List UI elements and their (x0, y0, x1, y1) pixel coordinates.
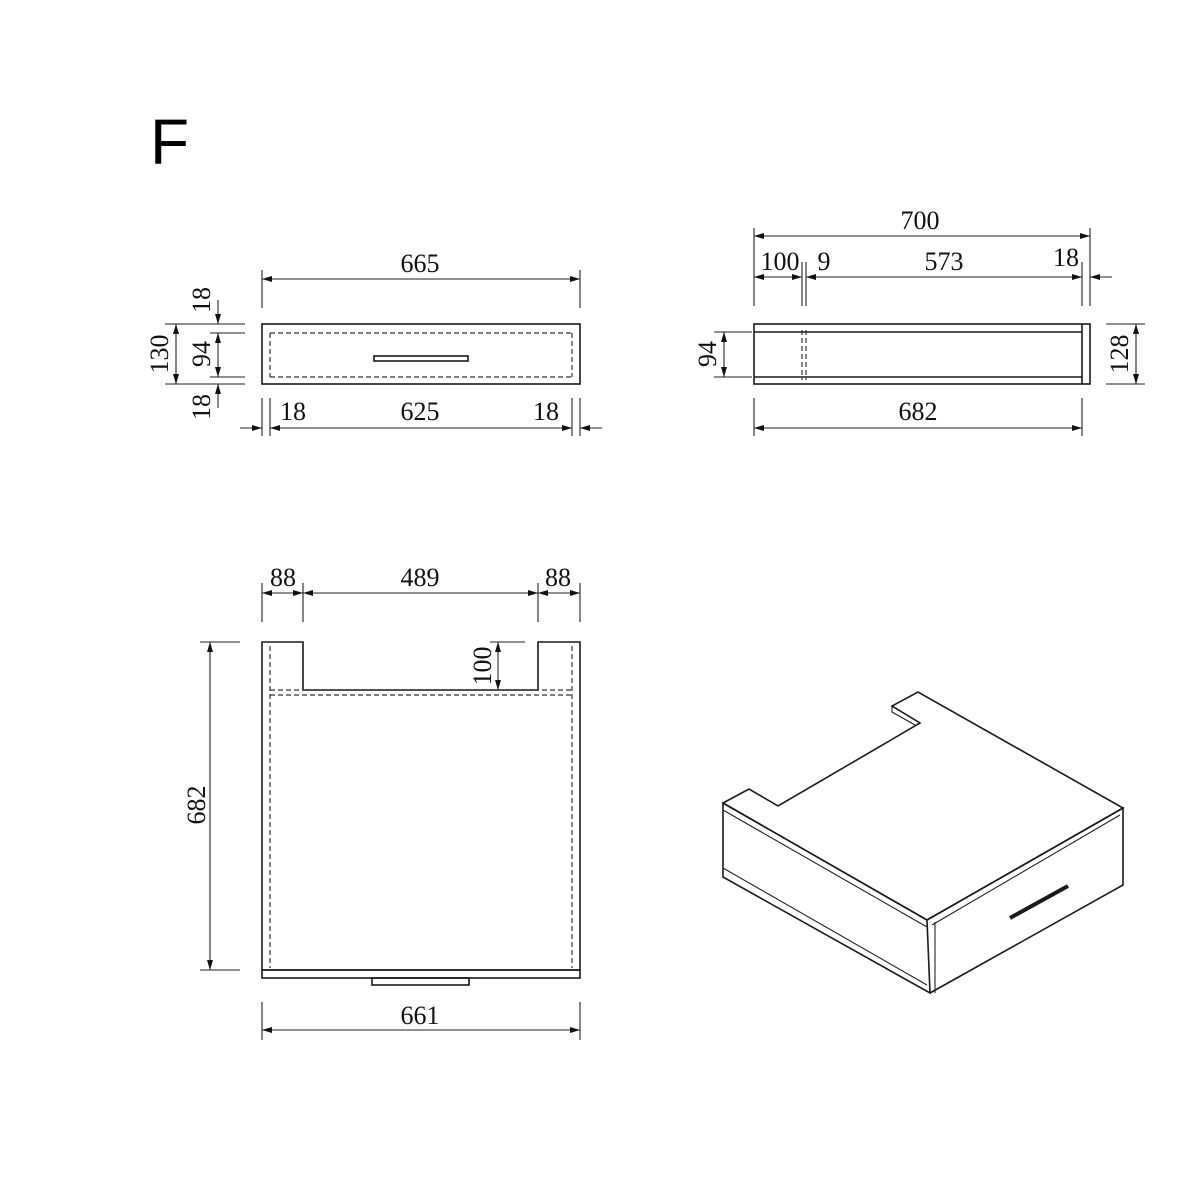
dim-front-height: 130 (145, 335, 174, 374)
dim-overall-depth: 700 (901, 206, 940, 235)
iso-top-face (721, 691, 1125, 921)
side-view: 700 100 9 573 18 94 128 682 (693, 206, 1145, 436)
dim-bottom-panel: 18 (187, 394, 216, 420)
figure-label: F (150, 106, 189, 178)
dim-body-depth: 682 (899, 397, 938, 426)
plan-view: 88 489 88 682 100 661 (182, 563, 581, 1040)
dim-front-width: 665 (401, 249, 440, 278)
plan-front-panel (261, 969, 581, 979)
dim-plan-depth: 682 (182, 786, 211, 825)
dim-right-side: 18 (533, 397, 559, 426)
dim-right-leg: 88 (545, 563, 571, 592)
dim-left-side: 18 (280, 397, 306, 426)
front-outline (261, 323, 581, 385)
dim-inner-depth: 573 (925, 247, 964, 276)
iso-left-face (722, 801, 931, 995)
side-outline (753, 323, 1091, 385)
front-view: 665 130 18 94 18 18 625 18 (145, 249, 602, 436)
plan-handle (371, 977, 470, 986)
front-hidden-lines (269, 332, 573, 378)
dim-left-leg: 88 (270, 563, 296, 592)
dim-side-height: 128 (1105, 335, 1134, 374)
plan-hidden-lines (269, 646, 573, 968)
dim-inner-height: 94 (187, 341, 216, 367)
dim-back-panel: 9 (818, 247, 831, 276)
dim-plan-width: 661 (401, 1001, 440, 1030)
isometric-view (721, 691, 1125, 995)
dim-top-panel: 18 (187, 287, 216, 313)
dim-notch-depth: 100 (468, 647, 497, 686)
dim-front-panel: 18 (1053, 243, 1079, 272)
dim-notch: 100 (761, 247, 800, 276)
plan-outline (261, 641, 581, 971)
dim-side-inner-height: 94 (693, 341, 722, 367)
iso-front-face (926, 806, 1124, 994)
iso-handle (1009, 884, 1069, 920)
drawer-handle (373, 355, 469, 362)
dim-notch-width: 489 (401, 563, 440, 592)
side-hidden-back (801, 330, 807, 380)
dim-inner-width: 625 (401, 397, 440, 426)
